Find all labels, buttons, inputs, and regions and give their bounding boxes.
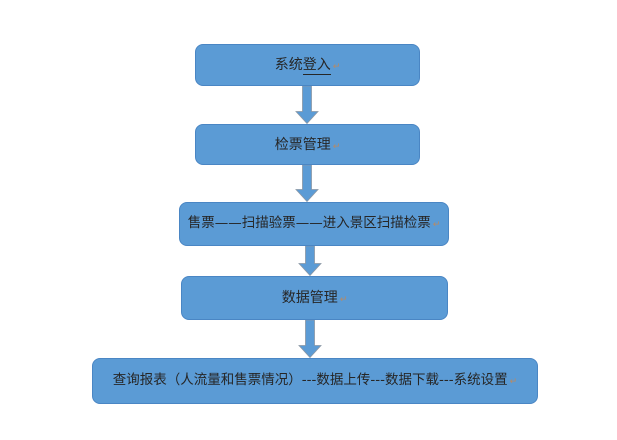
flow-arrow-down [298, 320, 322, 358]
node-label: 系统登入↵ [274, 57, 341, 75]
node-label-text: 查询报表（人流量和售票情况）---数据上传---数据下载---系统设置 [112, 372, 508, 389]
node-label-text: 数据管理 [281, 290, 338, 306]
node-label: 查询报表（人流量和售票情况）---数据上传---数据下载---系统设置↵ [113, 374, 517, 388]
flow-arrow-down [298, 246, 322, 276]
node-label-text: 售票——扫描验票——进入景区扫描检票 [187, 215, 431, 232]
paragraph-mark: ↵ [332, 141, 341, 152]
node-ticketing-process: 售票——扫描验票——进入景区扫描检票↵ [179, 202, 449, 246]
node-label: 数据管理↵ [282, 291, 348, 305]
flow-arrow-down [295, 86, 319, 124]
node-label-text: 检票管理 [274, 136, 331, 153]
paragraph-mark: ↵ [509, 377, 518, 388]
node-label-underlined-text: 登入 [302, 57, 331, 75]
node-label: 售票——扫描验票——进入景区扫描检票↵ [188, 217, 441, 231]
node-data-management: 数据管理↵ [181, 276, 448, 320]
paragraph-mark: ↵ [339, 295, 348, 305]
node-label-text: 系统 [274, 57, 303, 73]
paragraph-mark: ↵ [332, 62, 341, 72]
flow-arrow-down [295, 165, 319, 202]
paragraph-mark: ↵ [432, 220, 441, 231]
node-system-login: 系统登入↵ [195, 44, 420, 86]
node-label: 检票管理↵ [275, 138, 341, 152]
node-ticket-inspection-management: 检票管理↵ [195, 124, 420, 165]
node-reports-and-settings: 查询报表（人流量和售票情况）---数据上传---数据下载---系统设置↵ [92, 358, 538, 404]
